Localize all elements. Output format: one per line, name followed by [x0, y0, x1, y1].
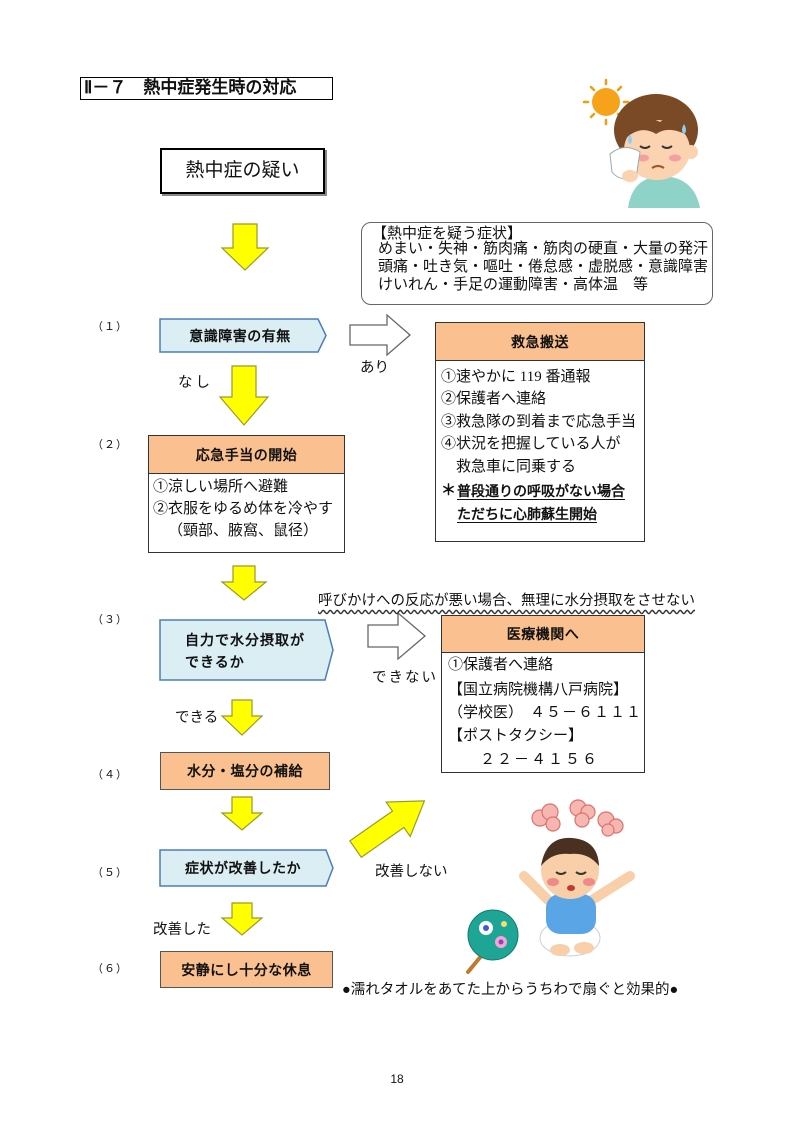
branch-label-improved: 改善した [153, 922, 211, 938]
branch-label-not-improved: 改善しない [375, 864, 448, 880]
diagonal-arrow [349, 800, 426, 859]
decision-box-5 [159, 849, 334, 887]
uchiwa-fan-icon [466, 909, 519, 974]
taxi-label: 【ポストタクシー】 [448, 728, 584, 744]
symptoms-line: めまい・失神・筋肉痛・筋肉の硬直・大量の発汗 [378, 241, 709, 257]
right-arrow [349, 313, 411, 357]
medical-item: 【国立病院機構八戸病院】 [448, 682, 629, 698]
first-aid-item: （頸部、腋窩、鼠径） [168, 523, 319, 539]
right-arrow [367, 611, 427, 661]
decision-label-self-hydration: 自力で水分摂取が できるか [185, 629, 305, 673]
symptoms-heading: 【熱中症を疑う症状】 [372, 226, 523, 242]
branch-label-cannot: できない [372, 670, 438, 686]
symptoms-box: 【熱中症を疑う症状】 めまい・失神・筋肉痛・筋肉の硬直・大量の発汗 頭痛・吐き気… [361, 222, 713, 305]
symptoms-line: けいれん・手足の運動障害・高体温 等 [378, 277, 649, 293]
down-arrow [220, 565, 268, 601]
down-arrow [220, 902, 264, 936]
emergency-panel: 救急搬送 [435, 322, 645, 542]
cooling-tip: ●濡れタオルをあてた上からうちわで扇ぐと効果的● [342, 982, 679, 998]
step-number: （１） [92, 321, 128, 333]
symptoms-line: 頭痛・吐き気・嘔吐・倦怠感・虚脱感・意識障害 [378, 259, 709, 275]
step-number: （４） [92, 769, 128, 781]
first-aid-item: ②衣服をゆるめ体を冷やす [153, 501, 334, 517]
school-doctor-label: （学校医） [448, 705, 524, 721]
emergency-heading: 救急搬送 [436, 323, 644, 361]
section-title: Ⅱ－７ 熱中症発生時の対応 [80, 77, 333, 100]
action-box-hydration: 水分・塩分の補給 [160, 752, 330, 790]
step-number: （２） [92, 439, 128, 451]
taxi-phone: ２２－４１５６ [480, 752, 600, 768]
page-number: 18 [390, 1072, 404, 1086]
down-arrow [220, 223, 270, 271]
step-number: （６） [92, 963, 128, 975]
emergency-item: ①速やかに 119 番通報 [441, 369, 591, 385]
branch-label-no: なし [178, 375, 213, 391]
branch-label-can: できる [175, 710, 219, 726]
emergency-item: ②保護者へ連絡 [441, 391, 547, 407]
first-aid-item: ①涼しい場所へ避難 [153, 479, 289, 495]
decision-label-improved: 症状が改善したか [185, 860, 301, 876]
emergency-note: 普段通りの呼吸がない場合 [457, 483, 625, 499]
action-box-rest: 安静にし十分な休息 [160, 951, 333, 988]
emergency-note-mark: ＊ [441, 482, 457, 499]
medical-panel: 医療機関へ [441, 615, 645, 773]
decision-label-line: 自力で水分摂取が [185, 632, 305, 648]
first-aid-panel: 応急手当の開始 [148, 435, 345, 553]
branch-label-yes: あり [360, 360, 389, 376]
hydration-warning: 呼びかけへの反応が悪い場合、無理に水分摂取をさせない [318, 593, 695, 609]
step-number: （５） [92, 867, 128, 879]
emergency-note: ただちに心肺蘇生開始 [457, 506, 597, 522]
school-doctor-phone: ４５－６１１１ [530, 705, 643, 721]
start-box: 熱中症の疑い [160, 148, 325, 194]
down-arrow [218, 365, 270, 426]
decision-label-line: できるか [185, 654, 245, 670]
down-arrow [220, 796, 264, 831]
decision-box-1 [159, 318, 327, 353]
step-number: （３） [92, 614, 128, 626]
overheated-baby-icon [519, 799, 635, 957]
emergency-item: 救急車に同乗する [456, 459, 577, 475]
medical-heading: 医療機関へ [442, 616, 644, 653]
medical-item: ①保護者へ連絡 [448, 657, 554, 673]
decision-label-consciousness: 意識障害の有無 [189, 327, 291, 344]
emergency-item: ③救急隊の到着まで応急手当 [441, 414, 637, 430]
down-arrow [220, 699, 264, 736]
boy-with-sun-icon [582, 78, 700, 208]
emergency-item: ④状況を把握している人が [441, 436, 621, 452]
first-aid-heading: 応急手当の開始 [149, 436, 344, 474]
decision-box-3 [159, 619, 334, 681]
